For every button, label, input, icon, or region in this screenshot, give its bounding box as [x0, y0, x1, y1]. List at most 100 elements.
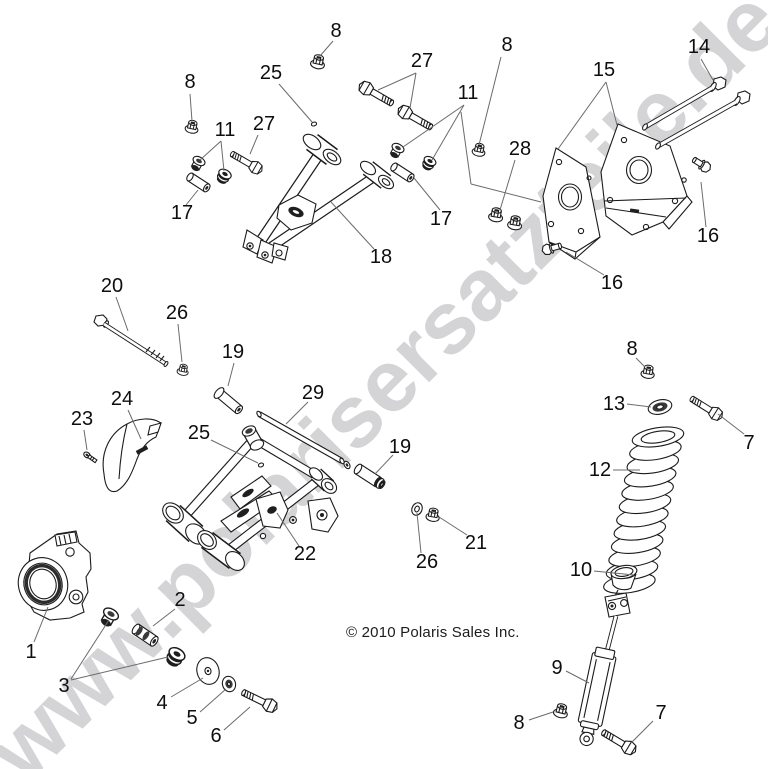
callout-leader-7	[630, 720, 654, 744]
callout-number-25-25: 25	[188, 422, 210, 444]
part-bolt-20	[93, 314, 169, 368]
callout-number-9-38: 9	[551, 657, 562, 679]
callout-leader-14	[700, 58, 714, 81]
callout-number-8-39: 8	[513, 712, 524, 734]
callout-number-20-16: 20	[101, 275, 123, 297]
callout-number-10-31: 10	[570, 559, 592, 581]
callout-number-17-12: 17	[430, 208, 452, 230]
callout-number-8-6: 8	[184, 71, 195, 93]
grease-fitting-dot-upper	[310, 121, 318, 127]
callout-leader-11	[460, 111, 472, 185]
part-nut-8-spring	[639, 363, 657, 380]
callout-number-17-11: 17	[171, 202, 193, 224]
callout-leader-5	[199, 688, 227, 713]
copyright-text: © 2010 Polaris Sales Inc.	[346, 624, 520, 641]
part-washer-26-lower	[411, 502, 423, 516]
callout-leader-26	[416, 512, 422, 554]
callout-number-4-35: 4	[156, 692, 167, 714]
callout-number-15-4: 15	[593, 59, 615, 81]
callout-leader-9	[565, 670, 590, 684]
callout-number-23-23: 23	[71, 408, 93, 430]
callout-leader-11	[431, 104, 465, 161]
callout-number-16-14: 16	[697, 225, 719, 247]
callout-leader-28	[499, 159, 516, 211]
callout-leader-4	[170, 677, 204, 698]
callout-leader-15	[605, 81, 618, 126]
callout-number-7-40: 7	[655, 702, 666, 724]
callout-number-3-34: 3	[58, 675, 69, 697]
callout-number-21-29: 21	[465, 532, 487, 554]
part-bolt-27c	[227, 147, 266, 177]
callout-number-26-17: 26	[166, 302, 188, 324]
part-spacer-17-right	[388, 161, 416, 184]
part-nut-28a	[487, 206, 505, 224]
callout-number-19-26: 19	[389, 436, 411, 458]
part-lower-control-arm	[162, 425, 339, 571]
callout-number-8-3: 8	[501, 34, 512, 56]
callout-number-5-36: 5	[186, 707, 197, 729]
callout-leader-27	[409, 72, 417, 109]
callout-number-29-19: 29	[302, 382, 324, 404]
part-washer-4	[196, 657, 220, 685]
callout-leader-13	[626, 403, 652, 408]
callout-number-19-18: 19	[222, 341, 244, 363]
callout-leader-15	[557, 81, 607, 150]
callout-leader-11	[402, 104, 465, 148]
part-spacer-tube-2	[131, 623, 159, 647]
part-spring-retainer-13	[647, 399, 673, 415]
callout-leader-2	[152, 608, 176, 627]
part-flange-screw-16b	[541, 242, 563, 256]
part-bracket-left	[542, 147, 601, 260]
callout-number-18-13: 18	[370, 246, 392, 268]
part-nut-28b	[506, 214, 524, 232]
callout-leader-23	[83, 429, 88, 451]
callout-leader-24	[127, 409, 142, 440]
callout-leader-22	[276, 512, 300, 547]
part-shock-absorber	[577, 592, 631, 747]
callout-leader-26	[177, 323, 183, 363]
part-nut-26-upper	[175, 362, 191, 377]
callout-leader-3	[70, 619, 110, 680]
callout-number-14-5: 14	[688, 36, 710, 58]
callout-leader-21	[438, 516, 468, 536]
callout-leader-7	[717, 413, 745, 435]
part-coil-spring	[603, 426, 685, 594]
part-nut-21	[424, 506, 442, 523]
callout-leader-11	[220, 140, 225, 172]
callout-leader-10	[593, 570, 635, 576]
callout-number-7-22: 7	[743, 432, 754, 454]
part-washer-5	[221, 675, 237, 693]
part-upper-control-arm	[242, 133, 395, 264]
callout-leader-20	[115, 296, 129, 332]
callout-number-6-37: 6	[210, 725, 221, 747]
callout-leader-19	[374, 454, 394, 475]
callout-leader-17	[185, 189, 199, 206]
callout-number-11-7: 11	[215, 119, 236, 141]
part-nut-8-left	[183, 118, 201, 135]
callout-leader-17	[413, 177, 441, 211]
callout-number-8-0: 8	[330, 20, 341, 42]
callout-leader-11	[199, 140, 222, 161]
part-mount-bolt-14a	[642, 76, 727, 131]
part-bushing-19-lower	[353, 463, 386, 489]
part-bracket-right	[600, 123, 693, 236]
callout-leader-16	[700, 181, 707, 228]
callout-leader-25	[210, 439, 259, 464]
callout-number-25-1: 25	[260, 62, 282, 84]
part-spacer-17-left	[184, 171, 212, 194]
part-bushing-3a	[96, 604, 122, 631]
part-spring-seat-10	[610, 564, 638, 597]
part-bushing-11-left-a	[187, 153, 208, 174]
part-mount-bolt-14b	[655, 90, 751, 150]
part-nut-8-shock	[552, 701, 571, 720]
callout-number-13-21: 13	[603, 393, 625, 415]
callout-leader-27	[249, 134, 259, 155]
part-bolt-7-upper	[686, 392, 726, 424]
part-hub-carrier	[17, 530, 92, 621]
callout-number-12-27: 12	[589, 459, 611, 481]
callout-number-22-28: 22	[294, 543, 316, 565]
grease-fitting-dot-lower	[257, 462, 265, 468]
part-pivot-rod-29	[256, 410, 351, 470]
callout-leader-8	[319, 40, 334, 57]
